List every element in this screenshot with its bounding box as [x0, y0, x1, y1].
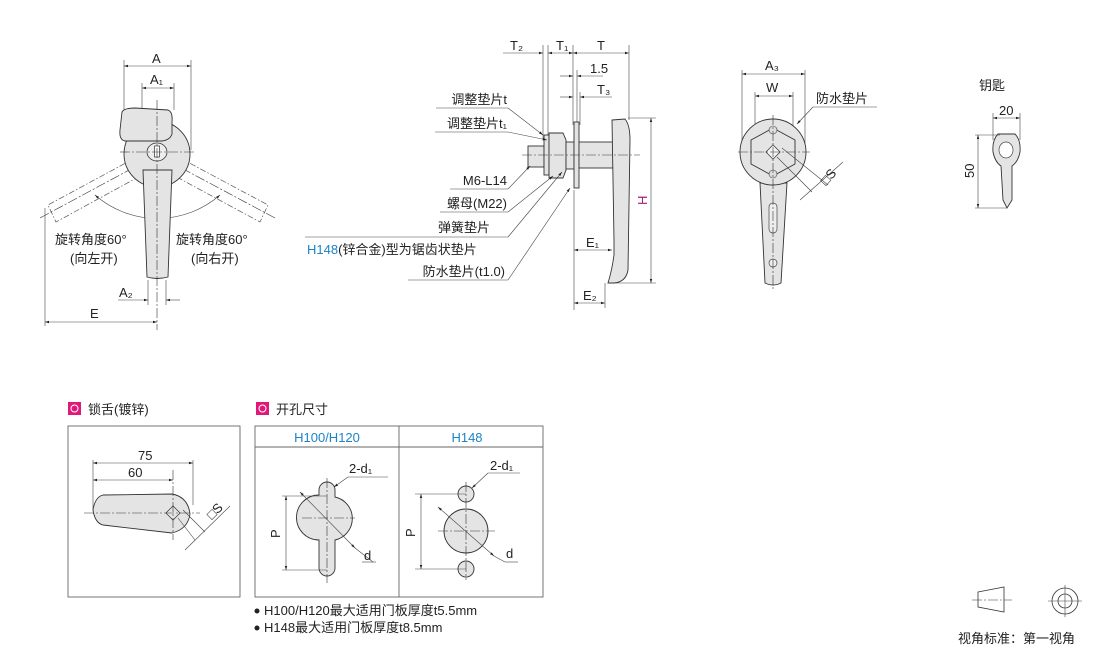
nut: [548, 132, 567, 179]
dim-e2-label: E₂: [583, 288, 597, 303]
rear-view: A₃ W 防水垫片 □S: [738, 58, 877, 290]
dim-e1-label: E₁: [586, 235, 600, 250]
callout-h148-prefix: H148: [307, 242, 338, 257]
rear-waterproof-label: 防水垫片: [816, 91, 868, 106]
notes: H100/H120最大适用门板厚度t5.5mm H148最大适用门板厚度t8.5…: [254, 603, 477, 635]
screw: [527, 145, 545, 168]
side-view: T₂ T₁ T 1.5 T₃ 调整垫片t 调整垫片t₁ M6-L14 螺母(M2…: [305, 38, 656, 310]
handle-cap: [119, 107, 173, 142]
dim-t3-label: T₃: [597, 82, 610, 97]
dim-t2-label: T₂: [510, 38, 523, 53]
note-1: H100/H120最大适用门板厚度t5.5mm: [264, 603, 477, 618]
latch-shape: [92, 493, 191, 534]
dim-a2-label: A₂: [119, 285, 133, 300]
cutout-dim-p-1: P: [268, 529, 283, 538]
callout-waterproof: 防水垫片(t1.0): [423, 264, 505, 279]
dim-e-label: E: [90, 306, 99, 321]
key-title: 钥匙: [979, 78, 1005, 93]
cutout-dim-d1-2: 2-d₁: [490, 458, 514, 473]
truncated-cone-icon: [977, 586, 1005, 613]
cutout-dim-d-1: d: [364, 548, 371, 563]
note-2: H148最大适用门板厚度t8.5mm: [264, 620, 442, 635]
latch-section: 锁舌(镀锌) 75 60 □S: [67, 402, 241, 598]
latch-dim-75: 75: [138, 448, 152, 463]
dim-1-5-label: 1.5: [590, 61, 608, 76]
callout-spring-washer: 弹簧垫片: [438, 220, 490, 235]
handle: [142, 169, 173, 279]
dim-a-label: A: [152, 51, 161, 66]
projection-label: 视角标准：第一视角: [958, 631, 1075, 646]
rear-handle: [759, 182, 788, 286]
cutout-dim-d-2: d: [506, 546, 513, 561]
callout-h148-suffix: (锌合金)型为锯齿状垫片: [338, 242, 477, 257]
cutout-col-h100-h120: H100/H120: [294, 430, 360, 445]
latch-title: 锁舌(镀锌): [88, 402, 149, 417]
section-marker-icon: [68, 402, 81, 415]
rotate-right-label: 旋转角度60°: [176, 232, 248, 247]
cutout-col-h148: H148: [451, 430, 482, 445]
callout-screw: M6-L14: [463, 173, 507, 188]
section-marker-icon: [256, 402, 269, 415]
callout-h148-note: H148(锌合金)型为锯齿状垫片: [307, 242, 477, 257]
dim-t1-label: T₁: [556, 38, 569, 53]
rotate-left-dir: (向左开): [70, 251, 118, 266]
key-width-label: 20: [999, 103, 1013, 118]
key-length-label: 50: [962, 164, 977, 178]
dim-a3-label: A₃: [765, 58, 779, 73]
rotate-right-dir: (向右开): [191, 251, 239, 266]
cutout-title: 开孔尺寸: [276, 402, 328, 417]
cutout-section: 开孔尺寸 H100/H120 H148 P d 2-d₁ P d 2-d₁: [254, 402, 544, 598]
rotate-left-label: 旋转角度60°: [55, 232, 127, 247]
dim-w-label: W: [766, 80, 779, 95]
projection-symbol: 视角标准：第一视角: [958, 585, 1082, 646]
latch-dim-60: 60: [128, 465, 142, 480]
dim-h-label: H: [635, 196, 650, 205]
callout-shim-t: 调整垫片t: [451, 92, 507, 107]
dim-t-label: T: [597, 38, 605, 53]
key-view: 钥匙 20 50: [962, 78, 1021, 209]
cutout-dim-d1-1: 2-d₁: [349, 461, 373, 476]
callout-shim-t1: 调整垫片t₁: [447, 116, 508, 131]
handle-side: [607, 118, 631, 284]
cutout-dim-p-2: P: [403, 528, 418, 537]
front-view: A A₁ 旋转角度60° (向左开) 旋转角度60° (向右开) A₂ E: [39, 51, 276, 330]
callout-nut: 螺母(M22): [447, 196, 507, 211]
rear-dim-s-label: □S: [817, 165, 839, 188]
dim-a1-label: A₁: [150, 72, 164, 87]
